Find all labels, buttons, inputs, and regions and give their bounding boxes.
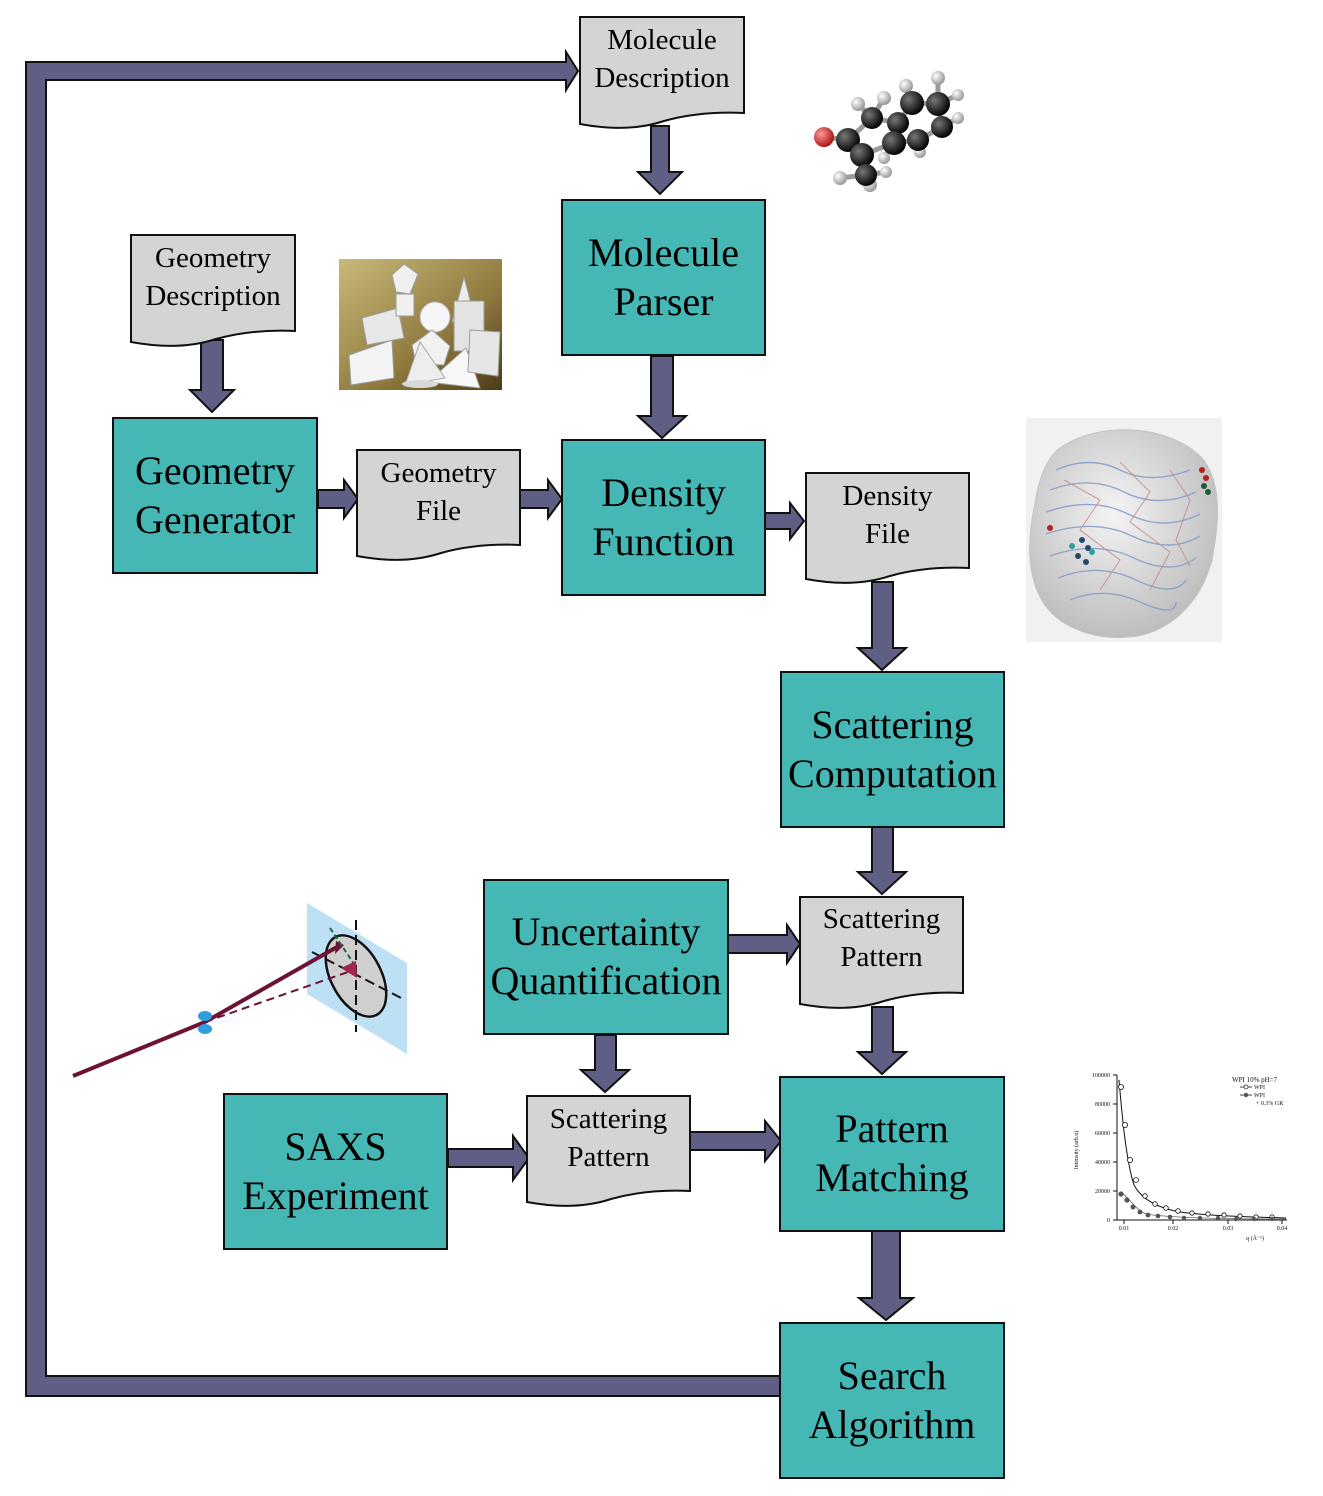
saxs-experiment-label-line2: Experiment (242, 1172, 429, 1218)
arrow-exp-pattern-to-matching (689, 1118, 783, 1164)
arrow-geofile-to-density (519, 476, 564, 522)
density-function-label-line1: Density (601, 469, 726, 515)
plot-legend-item-1: WPI (1254, 1093, 1265, 1099)
saxs-experiment-box: SAXS Experiment (223, 1093, 448, 1250)
geometry-file-line2: File (415, 494, 462, 527)
geometry-description-document: Geometry Description (131, 240, 295, 315)
protein-density-envelope-image (1026, 418, 1222, 642)
plot-xtick-0: 0.01 (1119, 1226, 1130, 1232)
plot-ytick-0: 100000 (1092, 1073, 1110, 1079)
geometry-description-line2: Description (145, 279, 281, 312)
arrow-uq-to-pattern (727, 921, 802, 967)
plot-ytick-4: 20000 (1095, 1189, 1110, 1195)
arrow-densfile-to-scattering (855, 581, 909, 672)
search-algorithm-label-line2: Algorithm (808, 1401, 976, 1447)
document-shape-molecule-description (579, 16, 745, 129)
document-shapes (130, 16, 970, 1207)
document-shape-scattering-pattern-computed (799, 896, 964, 1009)
plot-ytick-2: 60000 (1095, 1131, 1110, 1137)
arrow-density-to-densfile (760, 500, 806, 542)
plot-legend-title: WPI 10% pH=7 (1232, 1076, 1278, 1084)
pattern-matching-box: Pattern Matching (779, 1076, 1005, 1232)
flow-arrows (187, 125, 916, 1322)
plot-legend-item-0: WPI (1254, 1085, 1265, 1091)
scattering-pattern-computed-document: Scattering Pattern (800, 901, 963, 976)
pattern-matching-label-line2: Matching (815, 1155, 969, 1200)
density-function-label-line2: Function (592, 518, 735, 564)
plot-xtick-3: 0.04 (1277, 1226, 1288, 1232)
arrow-saxs-to-exp-pattern (447, 1132, 531, 1184)
plot-ytick-3: 40000 (1095, 1160, 1110, 1166)
molecule-parser-label-line2: Parser (613, 278, 714, 324)
uncertainty-quantification-box: Uncertainty Quantification (483, 879, 729, 1035)
molecule-parser-label-line1: Molecule (587, 229, 740, 275)
saxs-experiment-label-line1: SAXS (284, 1123, 387, 1169)
scattering-computation-label-line2: Computation (788, 750, 997, 796)
plot-xtick-1: 0.02 (1168, 1226, 1179, 1232)
plot-xtick-2: 0.03 (1223, 1226, 1234, 1232)
scattering-computation-label-line1: Scattering (811, 701, 974, 747)
plot-ytick-1: 80000 (1095, 1102, 1110, 1108)
scattering-pattern-experimental-line2: Pattern (567, 1140, 650, 1173)
plot-xlabel: q (Å⁻¹) (1246, 1234, 1264, 1242)
arrow-moldesc-to-parser (635, 125, 685, 196)
molecule-description-line2: Description (594, 61, 730, 94)
document-shape-geometry-file (356, 449, 521, 561)
feedback-loop-arrow (25, 48, 786, 1397)
document-shape-geometry-description (130, 234, 296, 347)
density-function-box: Density Function (561, 439, 766, 596)
density-file-line2: File (864, 517, 911, 550)
arrow-geodesc-to-generator (187, 339, 237, 414)
molecule-parser-box: Molecule Parser (561, 199, 766, 356)
geometry-description-line1: Geometry (155, 242, 271, 274)
arrow-uq-to-exp-pattern (578, 1034, 632, 1094)
pattern-matching-label-line1: Pattern (835, 1106, 949, 1152)
search-algorithm-label-line1: Search (837, 1352, 947, 1398)
plot-ytick-5: 0 (1107, 1218, 1110, 1224)
document-shape-density-file (805, 472, 970, 584)
geometry-file-line1: Geometry (380, 457, 497, 489)
plot-ylabel: Intensity (arb.u) (1073, 1131, 1080, 1170)
arrow-generator-to-geofile (317, 476, 360, 522)
scattering-computation-box: Scattering Computation (780, 671, 1005, 828)
geometry-file-document: Geometry File (357, 455, 520, 530)
search-algorithm-box: Search Algorithm (779, 1322, 1005, 1479)
molecule-description-line1: Molecule (607, 24, 717, 56)
plot-legend-item-2: + 0.3% GK (1256, 1101, 1284, 1107)
molecule-ball-and-stick-image (814, 71, 964, 192)
density-file-document: Density File (806, 478, 969, 553)
geometry-generator-box: Geometry Generator (112, 417, 318, 574)
arrow-pattern-to-matching (855, 1006, 909, 1076)
geometry-generator-label-line1: Geometry (135, 447, 295, 493)
arrow-matching-to-search (856, 1230, 916, 1322)
saxs-beam-geometry-sketch (72, 903, 407, 1078)
arrow-scattering-to-pattern (855, 826, 909, 896)
scattering-pattern-computed-line1: Scattering (822, 903, 941, 935)
document-shape-scattering-pattern-experimental (526, 1095, 691, 1207)
scattering-pattern-computed-line2: Pattern (840, 940, 923, 973)
scattering-pattern-experimental-document: Scattering Pattern (527, 1101, 690, 1176)
arrow-parser-to-density (635, 355, 689, 440)
uncertainty-quantification-label-line2: Quantification (490, 958, 722, 1003)
saxs-intensity-plot-image: 100000 80000 60000 40000 20000 0 0.01 0.… (1073, 1073, 1287, 1242)
density-file-line1: Density (842, 480, 933, 512)
scattering-pattern-experimental-line1: Scattering (549, 1103, 668, 1135)
geometric-solids-photo (339, 259, 502, 390)
molecule-description-document: Molecule Description (580, 22, 744, 97)
uncertainty-quantification-label-line1: Uncertainty (511, 909, 701, 955)
geometry-generator-label-line2: Generator (135, 496, 295, 542)
